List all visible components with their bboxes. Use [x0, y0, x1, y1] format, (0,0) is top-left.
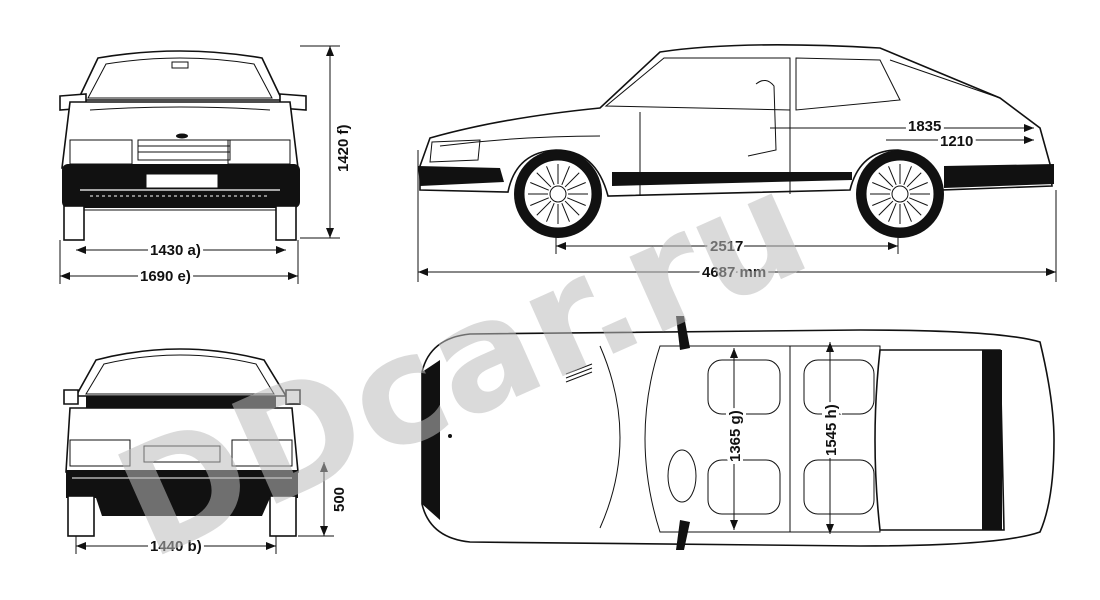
- rear-interior-width-label: 1545 h): [823, 404, 840, 456]
- wheel-spoke: [530, 197, 549, 206]
- wheel-spoke: [536, 172, 552, 188]
- rear-dimension-lines: [75, 462, 334, 554]
- front-track-label: 1430 a): [150, 242, 201, 259]
- rear-track-label: 1440 b): [150, 538, 202, 555]
- top-view: [421, 316, 1055, 550]
- front-interior-width-label: 1365 g): [727, 410, 744, 462]
- wheel-spoke: [903, 166, 912, 185]
- wheel-spoke: [564, 200, 580, 216]
- width-label: 1690 e): [140, 268, 191, 285]
- front-dimension-lines: [59, 45, 340, 284]
- wheel-spoke: [564, 172, 580, 188]
- wheel-spoke: [878, 200, 894, 216]
- wheel-spoke: [909, 197, 928, 206]
- rear-overhang-lower-label: 1210: [940, 133, 973, 150]
- wheel-spoke: [872, 197, 891, 206]
- rear-view: [63, 348, 301, 537]
- rear-height-label: 500: [331, 487, 348, 512]
- wheel-spoke: [561, 203, 570, 222]
- length-label: 4687 mm: [702, 264, 766, 281]
- wheel-spoke: [909, 182, 928, 191]
- wheel-spoke: [546, 166, 555, 185]
- height-label: 1420 f): [335, 124, 352, 172]
- wheel-spoke: [567, 182, 586, 191]
- wheel-spoke: [536, 200, 552, 216]
- wheel-spoke: [888, 203, 897, 222]
- wheel-spoke: [546, 203, 555, 222]
- wheel-spoke: [530, 182, 549, 191]
- rear-overhang-upper-label: 1835: [908, 118, 941, 135]
- wheel-spoke: [906, 200, 922, 216]
- wheel-spoke: [872, 182, 891, 191]
- wheel-spoke: [561, 166, 570, 185]
- wheel-spoke: [888, 166, 897, 185]
- front-view: [59, 50, 307, 241]
- wheel-spoke: [878, 172, 894, 188]
- wheelbase-label: 2517: [710, 238, 743, 255]
- side-dimension-lines: [417, 124, 1057, 282]
- wheel-spoke: [906, 172, 922, 188]
- wheel-spokes: [528, 164, 930, 224]
- wheel-spoke: [903, 203, 912, 222]
- wheel-spoke: [567, 197, 586, 206]
